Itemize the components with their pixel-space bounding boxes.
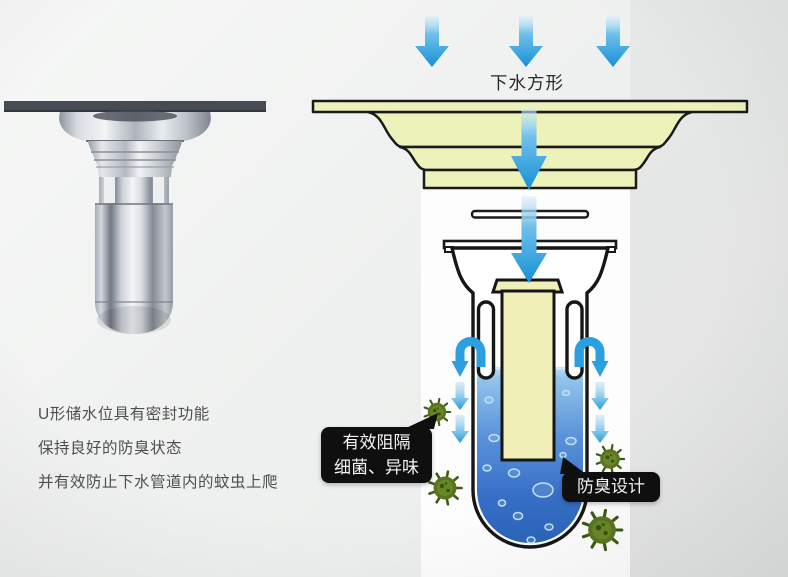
product-caption: U形储水位具有密封功能 保持良好的防臭状态 并有效防止下水管道内的蚊虫上爬	[38, 398, 278, 500]
drain-cup-outline	[449, 246, 611, 549]
callout-odor-design: 防臭设计	[560, 457, 660, 502]
u-turn-arrow-icon	[455, 337, 605, 367]
drain-cover-plate	[4, 101, 266, 112]
bayonet-slot	[153, 177, 164, 203]
callout-block-germs: 有效阻隔 细菌、异味	[321, 413, 438, 483]
u-turn-arrowhead	[591, 361, 609, 377]
germ-icon	[581, 508, 624, 552]
water-droplets	[482, 389, 577, 544]
seep-down-arrows	[451, 382, 609, 443]
caption-line: U形储水位具有密封功能	[38, 406, 210, 423]
down-arrow-icon	[511, 196, 547, 283]
inner-tube	[490, 278, 565, 462]
callout-text: 防臭设计	[577, 477, 645, 496]
germ-icon	[595, 444, 626, 474]
down-arrow-icon	[511, 108, 547, 190]
drain-neck	[88, 141, 182, 177]
callout-text: 细菌、异味	[334, 458, 419, 477]
down-arrow-icon	[596, 16, 630, 67]
caption-line: 并有效防止下水管道内的蚊虫上爬	[38, 474, 279, 491]
floor-drain-photo	[4, 101, 266, 334]
bayonet-slot	[104, 177, 115, 203]
down-arrow-icon	[415, 16, 449, 67]
water-inflow-arrows	[415, 16, 630, 67]
drain-bell	[59, 112, 211, 141]
callout-text: 有效阻隔	[342, 433, 411, 452]
diagram-title: 下水方形	[490, 73, 564, 93]
down-arrow-icon	[509, 16, 543, 67]
caption-line: 保持良好的防臭状态	[38, 440, 183, 457]
germ-icon	[428, 470, 463, 506]
u-turn-arrowhead	[451, 361, 469, 377]
